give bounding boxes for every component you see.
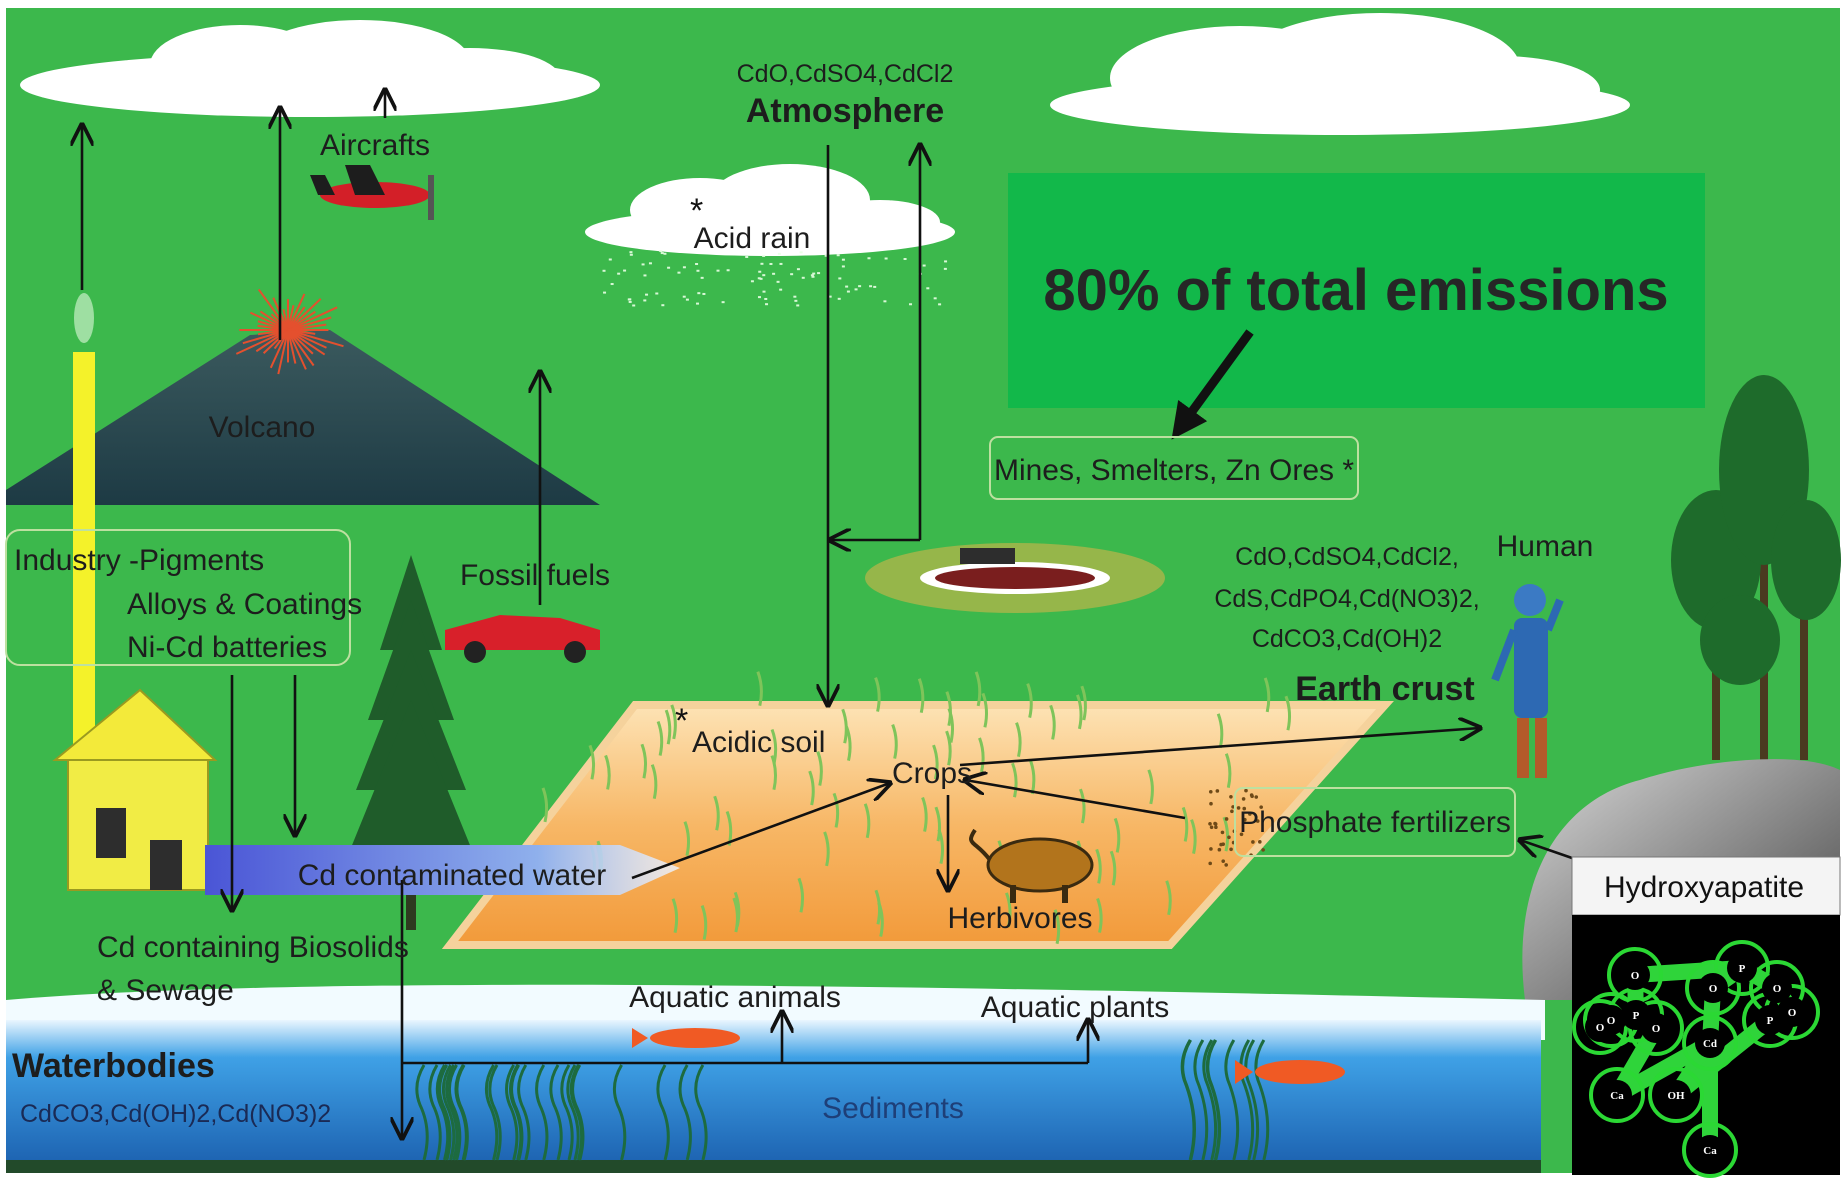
- smoke-plume: [74, 293, 94, 343]
- cd-water-label: Cd contaminated water: [298, 859, 607, 892]
- industry-label-line1: Industry -Pigments: [14, 544, 264, 577]
- human-icon: [1491, 584, 1564, 778]
- atom-label: O: [1788, 1007, 1797, 1019]
- atom-label: OH: [1667, 1090, 1685, 1102]
- atom-label: Ca: [1703, 1145, 1717, 1157]
- ground-strip: [6, 1160, 1541, 1173]
- smokestack: [73, 352, 95, 782]
- earth-crust-label: Earth crust: [1295, 670, 1475, 708]
- cloud-left: [20, 20, 600, 117]
- biosolids-label-line2: & Sewage: [97, 974, 234, 1007]
- fertilizer-label-box: [1234, 787, 1516, 857]
- atom-label: P: [1633, 1010, 1640, 1022]
- aquatic-plants-label: Aquatic plants: [981, 991, 1169, 1024]
- pine-tree-icon: [346, 555, 476, 930]
- callout-box: [1008, 173, 1705, 408]
- industry-label-line3: Ni-Cd batteries: [127, 631, 327, 664]
- callout-pointer-arrow: [1171, 329, 1254, 440]
- atom-label: P: [1767, 1015, 1774, 1027]
- sediments-label: Sediments: [822, 1092, 964, 1125]
- waterbody: [6, 1020, 1541, 1170]
- mine-site-icon: [865, 543, 1165, 613]
- volcano-eruption: [235, 288, 344, 375]
- herbivore-icon: [969, 828, 1094, 903]
- earth-crust-compounds-line1: CdO,CdSO4,CdCl2,: [1235, 543, 1459, 571]
- aquatic-plants-icon: [415, 1039, 1270, 1161]
- atom-label: O: [1773, 983, 1782, 995]
- aircrafts-label: Aircrafts: [320, 129, 430, 162]
- cd-water-stream: [205, 845, 680, 895]
- flow-arrows: [82, 90, 1573, 1138]
- mines-label: Mines, Smelters, Zn Ores *: [994, 454, 1354, 487]
- water-compounds: CdCO3,Cd(OH)2,Cd(NO3)2: [20, 1100, 331, 1128]
- atom-label: Ca: [1610, 1090, 1624, 1102]
- atom-label: O: [1596, 1022, 1605, 1034]
- biosolids-label-line1: Cd containing Biosolids: [97, 931, 409, 964]
- phosphate-fertilizers-label: Phosphate fertilizers: [1239, 806, 1511, 839]
- industry-label-line2: Alloys & Coatings: [127, 588, 362, 621]
- acid-rain-label: Acid rain: [694, 222, 811, 255]
- atom-label: Cd: [1703, 1038, 1717, 1050]
- acidic-soil-asterisk: *: [675, 702, 688, 740]
- airplane-icon: [310, 165, 434, 220]
- mines-label-box: [989, 436, 1359, 500]
- atom-label: P: [1739, 963, 1746, 975]
- hydroxyapatite-title: Hydroxyapatite: [1604, 871, 1804, 904]
- earth-crust-compounds-line2: CdS,CdPO4,Cd(NO3)2,: [1214, 585, 1479, 613]
- crop-grass: [538, 671, 1292, 945]
- acid-rain-asterisk: *: [690, 192, 703, 230]
- herbivores-label: Herbivores: [947, 902, 1092, 935]
- house-icon: [52, 688, 218, 891]
- fish-icon: [632, 1028, 1345, 1084]
- car-icon: [445, 615, 600, 663]
- callout-text: 80% of total emissions: [1043, 258, 1668, 323]
- atmosphere-compounds: CdO,CdSO4,CdCl2: [737, 60, 954, 88]
- atom-label: O: [1607, 1015, 1616, 1027]
- aquatic-animals-label: Aquatic animals: [629, 981, 841, 1014]
- earth-crust-compounds-line3: CdCO3,Cd(OH)2: [1252, 625, 1442, 653]
- forest-right-icon: [1671, 375, 1841, 760]
- fossil-fuels-label: Fossil fuels: [460, 559, 610, 592]
- atom-label: O: [1631, 970, 1640, 982]
- atom-label: O: [1709, 983, 1718, 995]
- acidic-soil-label: Acidic soil: [692, 726, 825, 759]
- crops-label: Crops: [892, 757, 972, 790]
- volcano-mountain: [6, 330, 600, 505]
- industry-label-box: [5, 529, 351, 666]
- atom-label: O: [1652, 1023, 1661, 1035]
- fertilizer-particles: [1208, 788, 1265, 867]
- human-label: Human: [1497, 530, 1594, 563]
- waterbodies-label: Waterbodies: [12, 1047, 215, 1085]
- cloud-right: [1050, 13, 1630, 135]
- atmosphere-label: Atmosphere: [746, 92, 944, 130]
- volcano-label: Volcano: [209, 411, 316, 444]
- acid-rain-cloud: [585, 164, 955, 307]
